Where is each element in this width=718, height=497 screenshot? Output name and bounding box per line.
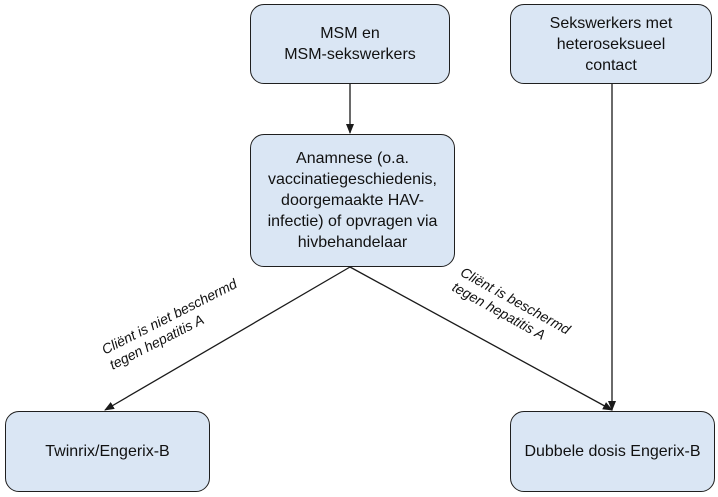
node-msm-sekswerkers: MSM en MSM-sekswerkers — [250, 4, 450, 84]
node-anamnese-label: Anamnese (o.a. vaccinatiegeschiedenis, d… — [267, 150, 438, 251]
node-anamnese: Anamnese (o.a. vaccinatiegeschiedenis, d… — [250, 134, 455, 267]
arrow-anamnese-to-twinrix — [104, 266, 351, 411]
node-twinrix-engerix: Twinrix/Engerix-B — [5, 411, 210, 492]
node-sekswerkers-heteroseksueel: Sekswerkers met heteroseksueel contact — [510, 4, 712, 84]
arrow-anamnese-to-dubbele — [349, 266, 613, 411]
node-msm-label: MSM en MSM-sekswerkers — [284, 25, 416, 63]
node-twinrix-label: Twinrix/Engerix-B — [45, 443, 170, 460]
node-sekswerkers-label: Sekswerkers met heteroseksueel contact — [549, 14, 673, 74]
node-dubbele-dosis: Dubbele dosis Engerix-B — [510, 411, 715, 492]
node-dubbele-label: Dubbele dosis Engerix-B — [524, 443, 701, 460]
